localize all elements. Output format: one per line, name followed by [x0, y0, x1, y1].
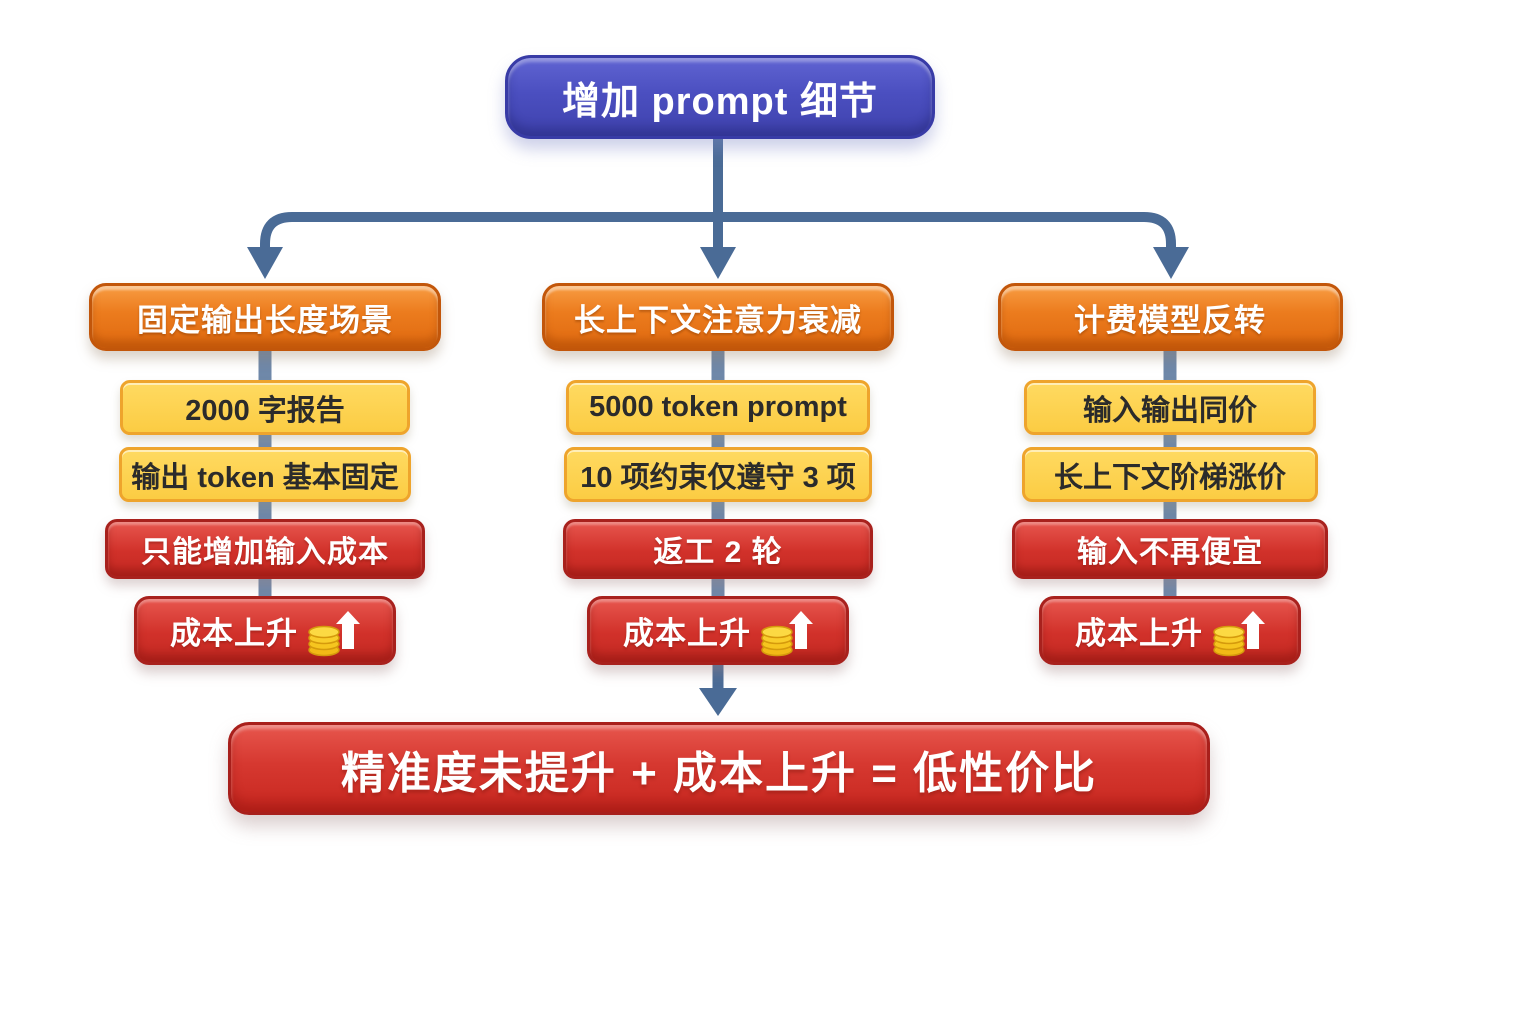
- info-box: 输入输出同价: [1024, 380, 1316, 435]
- branch-arrowheads: [247, 247, 1189, 279]
- consequence-box-label: 返工 2 轮: [653, 536, 783, 569]
- conclusion-label: 精准度未提升 + 成本上升 = 低性价比: [340, 748, 1098, 798]
- consequence-box-label: 输入不再便宜: [1077, 536, 1263, 569]
- cost-rise-box: 成本上升: [134, 596, 396, 665]
- info-box-label: 输出 token 基本固定: [131, 461, 399, 494]
- info-box-label: 10 项约束仅遵守 3 项: [580, 461, 856, 494]
- branch-column-attention-decay: 长上下文注意力衰减 5000 token prompt 10 项约束仅遵守 3 …: [538, 283, 898, 665]
- branch-header-label: 长上下文注意力衰减: [574, 302, 862, 338]
- consequence-box: 只能增加输入成本: [105, 519, 425, 579]
- cost-rise-box: 成本上升: [587, 596, 849, 665]
- coin-stack-up-arrow-icon: [308, 610, 360, 656]
- branch-header: 固定输出长度场景: [89, 283, 441, 351]
- consequence-box: 返工 2 轮: [563, 519, 873, 579]
- info-box-label: 5000 token prompt: [589, 391, 847, 423]
- info-box: 输出 token 基本固定: [119, 447, 411, 502]
- info-box-label: 长上下文阶梯涨价: [1053, 461, 1286, 494]
- coin-stack-up-arrow-icon: [761, 610, 813, 656]
- info-box: 长上下文阶梯涨价: [1022, 447, 1318, 502]
- consequence-box: 输入不再便宜: [1012, 519, 1328, 579]
- info-box-label: 2000 字报告: [185, 394, 345, 427]
- consequence-box-label: 只能增加输入成本: [141, 536, 389, 569]
- cost-rise-box: 成本上升: [1039, 596, 1301, 665]
- branch-header-label: 计费模型反转: [1074, 302, 1266, 338]
- tree-connector: [260, 137, 1176, 250]
- root-node-label: 增加 prompt 细节: [562, 80, 878, 123]
- info-box: 2000 字报告: [120, 380, 410, 435]
- branch-header: 计费模型反转: [997, 283, 1343, 351]
- branch-header: 长上下文注意力衰减: [542, 283, 894, 351]
- conclusion-banner: 精准度未提升 + 成本上升 = 低性价比: [228, 722, 1210, 815]
- cost-rise-label: 成本上升: [170, 616, 298, 651]
- branch-column-fixed-output: 固定输出长度场景 2000 字报告 输出 token 基本固定 只能增加输入成本…: [85, 283, 445, 665]
- coin-stack-up-arrow-icon: [1213, 610, 1265, 656]
- root-node: 增加 prompt 细节: [505, 55, 935, 139]
- branch-header-label: 固定输出长度场景: [137, 302, 393, 338]
- info-box: 5000 token prompt: [566, 380, 870, 435]
- cost-rise-label: 成本上升: [1075, 616, 1203, 651]
- branch-column-billing-reversal: 计费模型反转 输入输出同价 长上下文阶梯涨价 输入不再便宜 成本上升: [990, 283, 1350, 665]
- info-box: 10 项约束仅遵守 3 项: [564, 447, 872, 502]
- cost-rise-label: 成本上升: [623, 616, 751, 651]
- info-box-label: 输入输出同价: [1082, 394, 1257, 427]
